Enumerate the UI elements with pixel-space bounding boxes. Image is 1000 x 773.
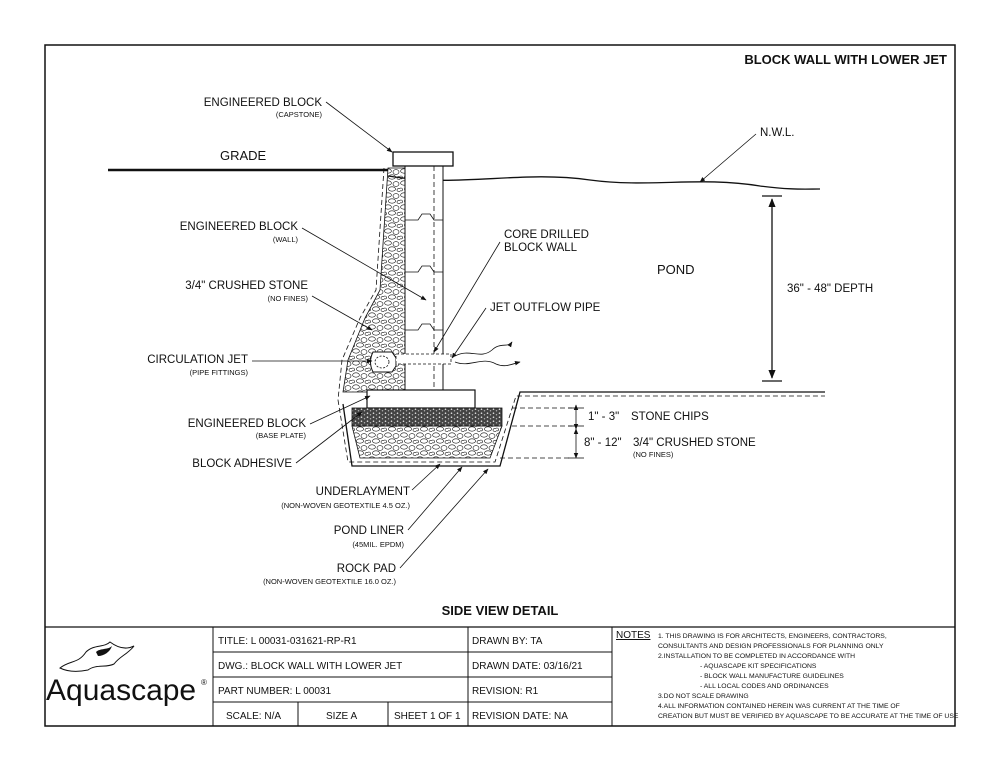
rockpad-leader: [399, 468, 489, 569]
nwl-leader: [699, 133, 757, 183]
tb-revision: REVISION: R1: [472, 686, 539, 697]
base-label: ENGINEERED BLOCK: [188, 418, 307, 430]
view-title: SIDE VIEW DETAIL: [442, 603, 559, 618]
note-line-2: CONSULTANTS AND DESIGN PROFESSIONALS FOR…: [658, 643, 884, 650]
liner-leader: [407, 466, 463, 531]
capstone-leader: [325, 101, 393, 153]
wall-label: ENGINEERED BLOCK: [180, 221, 299, 233]
note-line-8: 4.ALL INFORMATION CONTAINED HEREIN WAS C…: [658, 703, 900, 710]
crushed2-sub-label: (NO FINES): [633, 450, 674, 459]
tb-scale: SCALE: N/A: [226, 711, 281, 722]
capstone-block: [392, 151, 454, 167]
note-line-4: - AQUASCAPE KIT SPECIFICATIONS: [700, 663, 817, 670]
crushed-sub-label: (NO FINES): [268, 294, 309, 303]
water-surface-line: [387, 175, 821, 190]
jet-pipe-leader: [451, 307, 487, 359]
capstone-sub-label: (CAPSTONE): [276, 110, 323, 119]
adhesive-label: BLOCK ADHESIVE: [192, 458, 292, 470]
tb-size: SIZE A: [326, 711, 357, 722]
core-label-2: BLOCK WALL: [504, 242, 578, 254]
pond-label: POND: [657, 262, 695, 277]
note-line-7: 3.DO NOT SCALE DRAWING: [658, 693, 749, 700]
wall-block-joints: [405, 213, 443, 331]
underlay-leader: [411, 463, 441, 491]
logo-reg-mark: ®: [201, 678, 207, 687]
liner-sub-label: (45MIL. EPDM): [352, 540, 404, 549]
logo-frog-icon: [59, 641, 135, 672]
crushed2-dim-label: 8" - 12": [584, 437, 622, 449]
wall-sub-label: (WALL): [273, 235, 299, 244]
underlay-sub-label: (NON-WOVEN GEOTEXTILE 4.5 OZ.): [281, 501, 410, 510]
crushed-leader: [311, 295, 373, 331]
stone-chip-layer: [351, 407, 503, 427]
note-line-1: 1. THIS DRAWING IS FOR ARCHITECTS, ENGIN…: [658, 633, 887, 640]
logo-brand: Aquascape: [46, 674, 196, 707]
base-sub-label: (BASE PLATE): [256, 431, 307, 440]
core-leader: [433, 241, 501, 353]
base-plate-block: [366, 389, 476, 409]
tb-sheet: SHEET 1 OF 1: [394, 711, 461, 722]
rockpad-sub-label: (NON-WOVEN GEOTEXTILE 16.0 OZ.): [263, 577, 396, 586]
crushed-label: 3/4" CRUSHED STONE: [185, 280, 308, 292]
underlay-label: UNDERLAYMENT: [316, 486, 410, 498]
depth-label: 36" - 48" DEPTH: [787, 283, 873, 295]
wall-block-column: [404, 165, 444, 391]
jet-pipe-label: JET OUTFLOW PIPE: [490, 302, 601, 314]
liner-label: POND LINER: [334, 525, 404, 537]
chips-label: STONE CHIPS: [631, 411, 709, 423]
sheet-title: BLOCK WALL WITH LOWER JET: [744, 52, 947, 67]
wall-leader: [301, 227, 427, 301]
jet-flow-arrow-lower: [454, 360, 521, 367]
base-leader: [309, 395, 371, 425]
tb-part: PART NUMBER: L 00031: [218, 686, 331, 697]
tb-dwg: DWG.: BLOCK WALL WITH LOWER JET: [218, 661, 402, 672]
core-label: CORE DRILLED: [504, 229, 589, 241]
note-line-3: 2.INSTALLATION TO BE COMPLETED IN ACCORD…: [658, 653, 855, 660]
backfill-dashed-outline: [337, 167, 385, 401]
note-line-5: - BLOCK WALL MANUFACTURE GUIDELINES: [700, 673, 844, 680]
circ-jet-label: CIRCULATION JET: [147, 354, 248, 366]
chips-dim-label: 1" - 3": [588, 411, 619, 423]
crushed2-label: 3/4" CRUSHED STONE: [633, 437, 756, 449]
note-line-9: CREATION BUT MUST BE VERIFIED BY AQUASCA…: [658, 713, 959, 720]
tb-revision-date: REVISION DATE: NA: [472, 711, 568, 722]
tb-title: TITLE: L 00031-031621-RP-R1: [218, 636, 357, 647]
tb-drawn-date: DRAWN DATE: 03/16/21: [472, 661, 583, 672]
jet-flow-arrow-upper: [454, 341, 513, 357]
rockpad-label: ROCK PAD: [337, 563, 396, 575]
excavation-liner-outline: [337, 395, 825, 463]
aquascape-logo: Aquascape ®: [46, 641, 207, 707]
sheet-border: [44, 44, 956, 727]
notes-heading: NOTES: [616, 630, 651, 641]
jet-pipe-through-wall: [395, 353, 452, 365]
logo-frog-detail: [96, 646, 112, 656]
note-line-6: - ALL LOCAL CODES AND ORDINANCES: [700, 683, 829, 690]
nwl-label: N.W.L.: [760, 127, 795, 139]
crushed-stone-base: [351, 425, 503, 459]
adhesive-leader: [295, 411, 363, 464]
jet-fitting: [374, 355, 390, 369]
capstone-label: ENGINEERED BLOCK: [204, 97, 323, 109]
tb-drawn-by: DRAWN BY: TA: [472, 636, 543, 647]
circ-jet-sub-label: (PIPE FITTINGS): [190, 368, 249, 377]
grade-label: GRADE: [220, 148, 267, 163]
excavation-liner-outline-2: [342, 391, 825, 467]
